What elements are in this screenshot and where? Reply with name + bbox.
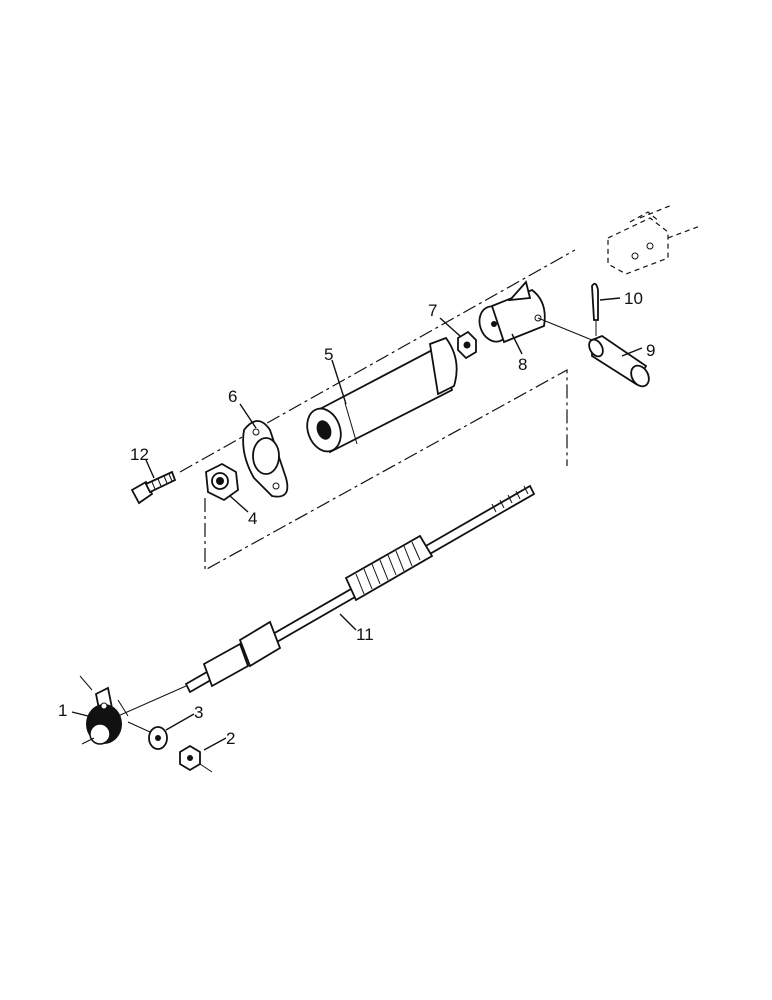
- tube-part-5: [306, 336, 458, 454]
- cotter-pin-part-10: [591, 282, 599, 336]
- callout-1: 1: [58, 701, 67, 720]
- assembly-bracket-line: [204, 368, 568, 572]
- callout-7: 7: [428, 301, 437, 320]
- rod-part-11: [184, 484, 536, 694]
- assembly-centerline: [179, 249, 576, 473]
- callout-9: 9: [646, 341, 655, 360]
- callout-4: 4: [248, 509, 257, 528]
- bolt-part-12: [130, 470, 177, 505]
- callout-5: 5: [324, 345, 333, 364]
- clip-part-1: [79, 675, 187, 745]
- callout-11: 11: [356, 625, 374, 644]
- pin-part-9: [537, 317, 650, 388]
- lock-nut-part-2: [179, 744, 213, 773]
- phantom-clevis: [607, 204, 701, 275]
- callout-3: 3: [194, 703, 203, 722]
- hex-nut-part-4: [205, 462, 239, 502]
- callout-8: 8: [518, 355, 527, 374]
- clevis-part-8: [478, 280, 546, 344]
- callout-2: 2: [226, 729, 235, 748]
- flange-part-6: [242, 420, 289, 498]
- small-nut-part-7: [457, 330, 477, 360]
- callout-6: 6: [228, 387, 237, 406]
- callout-10: 10: [624, 289, 643, 308]
- leader-lines: [71, 297, 643, 751]
- callout-12: 12: [130, 445, 149, 464]
- washer-part-3: [127, 721, 168, 750]
